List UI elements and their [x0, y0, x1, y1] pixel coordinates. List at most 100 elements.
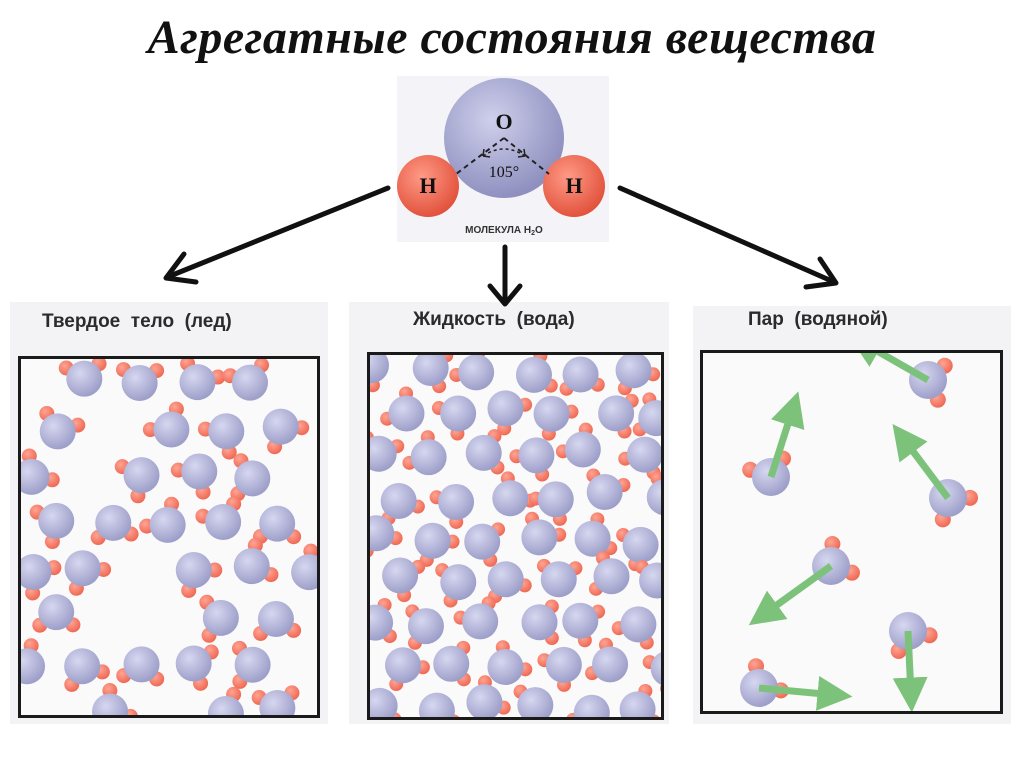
oxygen-atom [21, 554, 52, 591]
oxygen-atom [626, 436, 661, 473]
oxygen-atom [564, 431, 601, 468]
oxygen-atom [262, 408, 299, 445]
oxygen-atom [410, 439, 447, 476]
water-molecule [21, 448, 60, 495]
water-molecule [170, 453, 218, 500]
water-molecule [253, 601, 302, 641]
hydrogen-atom-right [543, 155, 605, 217]
water-molecule [222, 359, 270, 401]
water-molecule [116, 362, 165, 402]
oxygen-atom [615, 355, 652, 389]
water-molecule [370, 431, 405, 472]
oxygen-atom [545, 646, 582, 683]
oxygen-atom [521, 604, 558, 641]
motion-arrow [892, 424, 951, 501]
arrow-to-solid [163, 185, 391, 285]
water-molecule [175, 644, 219, 691]
water-molecule [233, 537, 279, 585]
oxygen-atom [466, 684, 503, 717]
water-molecule [380, 386, 425, 432]
oxygen-label: O [495, 109, 512, 134]
oxygen-atom [517, 687, 554, 717]
oxygen-atom [38, 502, 75, 539]
oxygen-atom [175, 645, 212, 682]
oxygen-atom [458, 355, 495, 391]
oxygen-atom [208, 413, 245, 450]
water-molecule [742, 450, 792, 496]
oxygen-atom [370, 435, 397, 472]
water-molecule [533, 395, 579, 441]
solid-state-frame [18, 356, 320, 718]
molecule-caption: МОЛЕКУЛА H2O [465, 225, 543, 237]
oxygen-atom [650, 652, 661, 685]
water-molecule [418, 692, 460, 717]
water-molecule [464, 522, 506, 567]
water-molecule [559, 356, 605, 396]
oxygen-atom [291, 554, 317, 591]
water-molecule [528, 481, 574, 526]
water-molecule [382, 557, 426, 603]
water-molecule [487, 390, 533, 436]
motion-arrow [758, 675, 853, 711]
oxygen-atom [518, 437, 555, 474]
water-molecule [231, 640, 271, 689]
water-molecule [370, 355, 389, 393]
water-molecule [536, 558, 583, 598]
water-molecule [64, 550, 112, 596]
oxygen-atom [407, 608, 444, 645]
oxygen-atom [414, 522, 451, 559]
liquid-state-frame [367, 352, 664, 720]
water-molecule [555, 422, 601, 468]
oxygen-atom [639, 562, 661, 599]
water-molecule [230, 453, 271, 502]
oxygen-atom [259, 689, 296, 715]
water-molecule [909, 357, 953, 408]
water-molecule [615, 355, 661, 396]
water-molecule [433, 640, 471, 687]
oxygen-atom [619, 691, 656, 717]
water-molecule [429, 483, 475, 529]
arrow-to-liquid [487, 244, 523, 307]
oxygen-atom [412, 355, 449, 387]
oxygen-atom [388, 395, 425, 432]
water-molecule [21, 638, 46, 685]
oxygen-atom [521, 519, 558, 556]
hydrogen-atom-left [397, 155, 459, 217]
water-molecule [380, 482, 425, 526]
oxygen-atom [181, 453, 218, 490]
water-molecule [370, 515, 403, 558]
page-title: Агрегатные состояния вещества [147, 11, 877, 64]
water-molecule [142, 401, 190, 448]
water-molecule [92, 683, 138, 715]
water-molecule [199, 594, 239, 643]
oxygen-atom [121, 365, 158, 402]
oxygen-atom [592, 646, 629, 683]
oxygen-atom [39, 413, 76, 450]
water-molecule [207, 686, 244, 715]
water-molecule [29, 502, 75, 550]
oxygen-atom [231, 364, 268, 401]
water-molecule [487, 561, 532, 604]
water-molecule [39, 405, 86, 450]
oxygen-atom [487, 649, 524, 686]
oxygen-atom [562, 602, 599, 639]
water-molecule [449, 355, 495, 391]
water-molecule [251, 685, 300, 715]
oxygen-atom [598, 395, 635, 432]
motion-arrow [847, 353, 930, 384]
oxygen-atom [533, 395, 570, 432]
oxygen-atom [153, 411, 190, 448]
oxygen-atom [464, 523, 501, 560]
solid-state-label: Твердое тело (лед) [42, 311, 232, 332]
water-molecule [509, 437, 555, 482]
water-molecule [21, 554, 62, 601]
water-molecule [598, 393, 639, 439]
water-molecule [385, 647, 430, 692]
motion-arrow [748, 563, 834, 626]
water-molecule [611, 606, 657, 650]
oxygen-atom [418, 692, 455, 717]
water-molecule [537, 646, 582, 692]
oxygen-atom [179, 364, 216, 401]
oxygen-atom [64, 550, 101, 587]
water-molecule [435, 563, 477, 608]
